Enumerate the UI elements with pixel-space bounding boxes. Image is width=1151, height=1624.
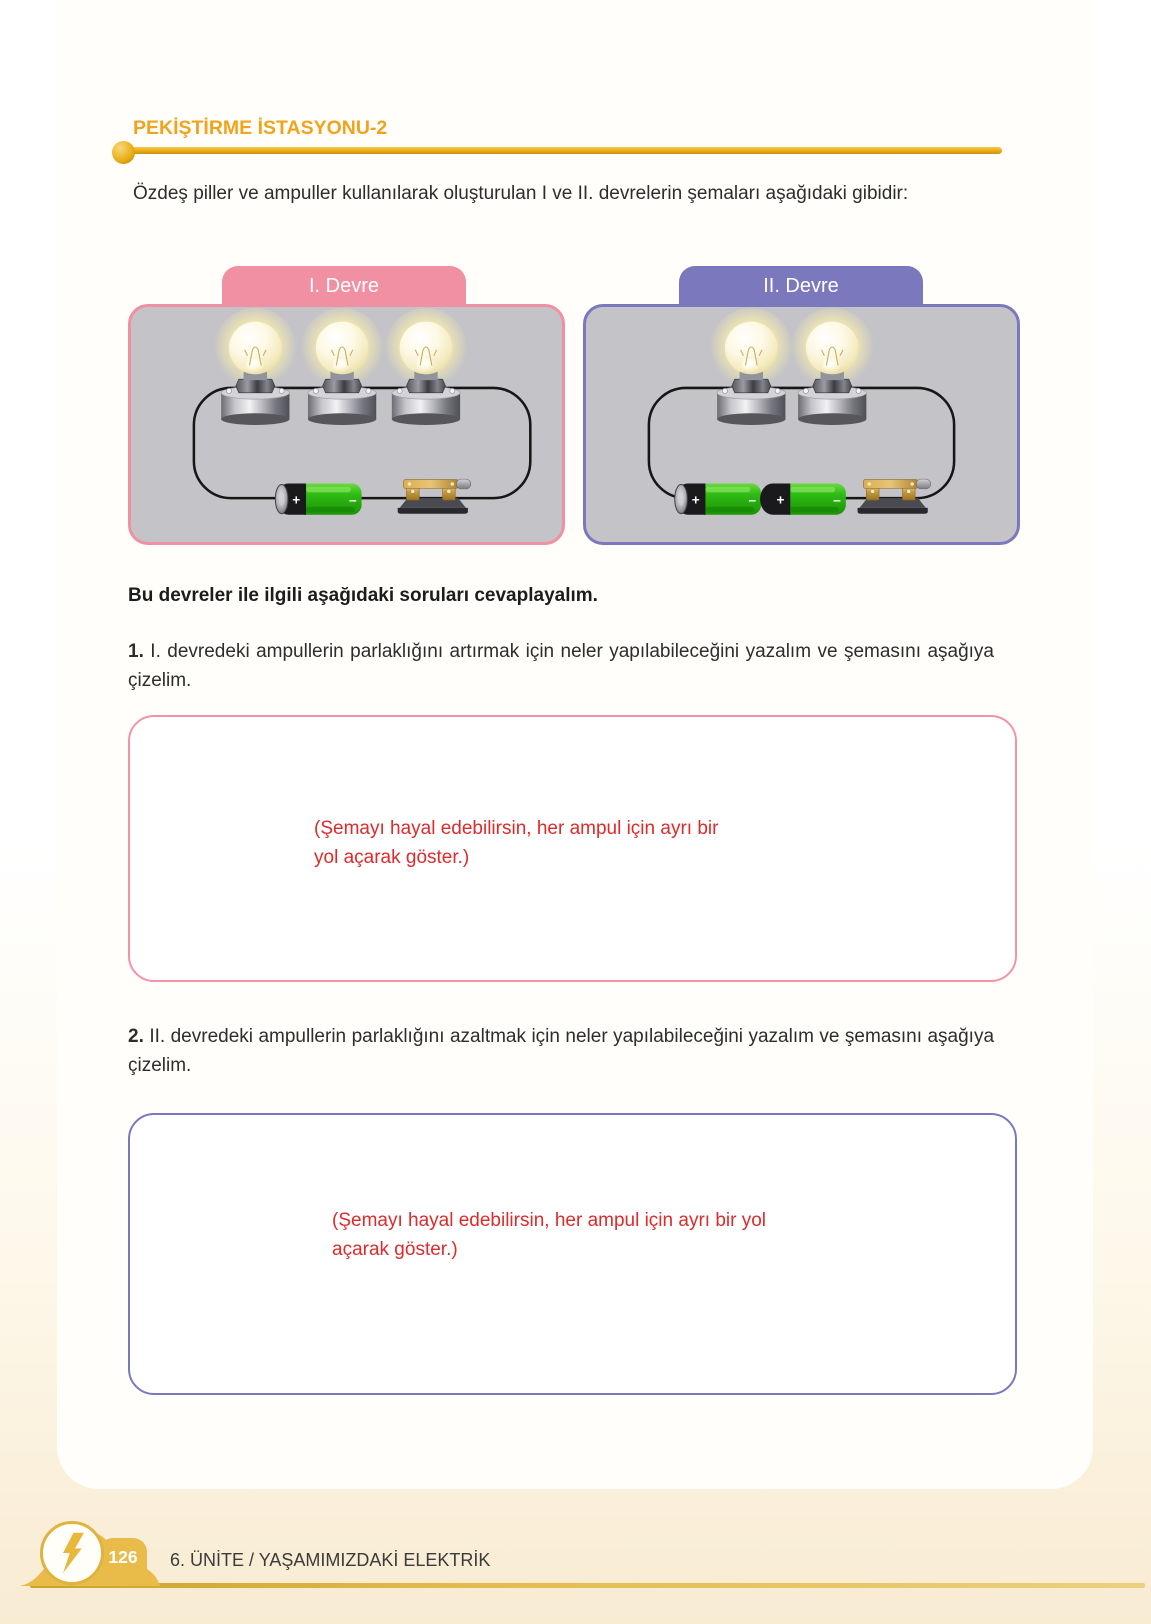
title-rule-ball [112,141,135,164]
answer-box-1: (Şemayı hayal edebilirsin, her ampul içi… [128,715,1017,982]
circuit-1-panel: + – [128,304,565,545]
section-title: PEKİŞTİRME İSTASYONU-2 [133,117,388,139]
battery-plus: + [292,492,300,507]
battery-minus: – [748,492,756,507]
switch-icon [397,478,472,514]
title-rule [130,147,1002,154]
footer-unit-label: 6. ÜNİTE / YAŞAMIMIZDAKİ ELEKTRİK [170,1550,491,1570]
answer-box-1-hint: (Şemayı hayal edebilirsin, her ampul içi… [314,818,719,868]
question-2-text: II. devredeki ampullerin parlaklığını az… [128,1026,995,1077]
lightning-icon [63,1532,84,1574]
question-2-number: 2. [128,1026,144,1047]
page-number-badge: 126 [99,1538,147,1583]
bulb-icon [790,307,875,425]
battery-minus: – [349,492,357,507]
lightning-badge [40,1521,104,1585]
bulb-icon [300,307,385,425]
circuit-1-diagram: + – [192,307,532,515]
question-1-text: I. devredeki ampullerin parlaklığını art… [128,641,994,692]
prompt-text: Bu devreler ile ilgili aşağıdaki sorular… [128,585,598,606]
intro-text: Özdeş piller ve ampuller kullanılarak ol… [133,183,909,204]
battery-plus: + [777,492,785,507]
circuit-2-panel: + – + – [583,304,1020,545]
battery-minus: – [833,492,841,507]
bulb-icon [384,307,468,425]
battery-plus: + [692,492,700,507]
battery-icon: + – [274,483,362,515]
circuit-1-tab: I. Devre [222,266,466,306]
question-1: 1. I. devredeki ampullerin parlaklığını … [128,637,994,696]
question-1-number: 1. [128,641,144,662]
footer-rule [30,1583,1145,1588]
circuit-2-tab: II. Devre [679,266,923,306]
answer-box-2: (Şemayı hayal edebilirsin, her ampul içi… [128,1113,1017,1395]
circuit-2-diagram: + – + – [647,307,956,515]
bulb-icon [213,307,298,425]
bulb-icon [709,307,794,425]
battery-icon: + – [674,483,762,515]
question-2: 2. II. devredeki ampullerin parlaklığını… [128,1022,994,1081]
battery-icon: + – [760,483,846,515]
answer-box-2-hint: (Şemayı hayal edebilirsin, her ampul içi… [332,1210,767,1260]
switch-icon [857,478,931,514]
